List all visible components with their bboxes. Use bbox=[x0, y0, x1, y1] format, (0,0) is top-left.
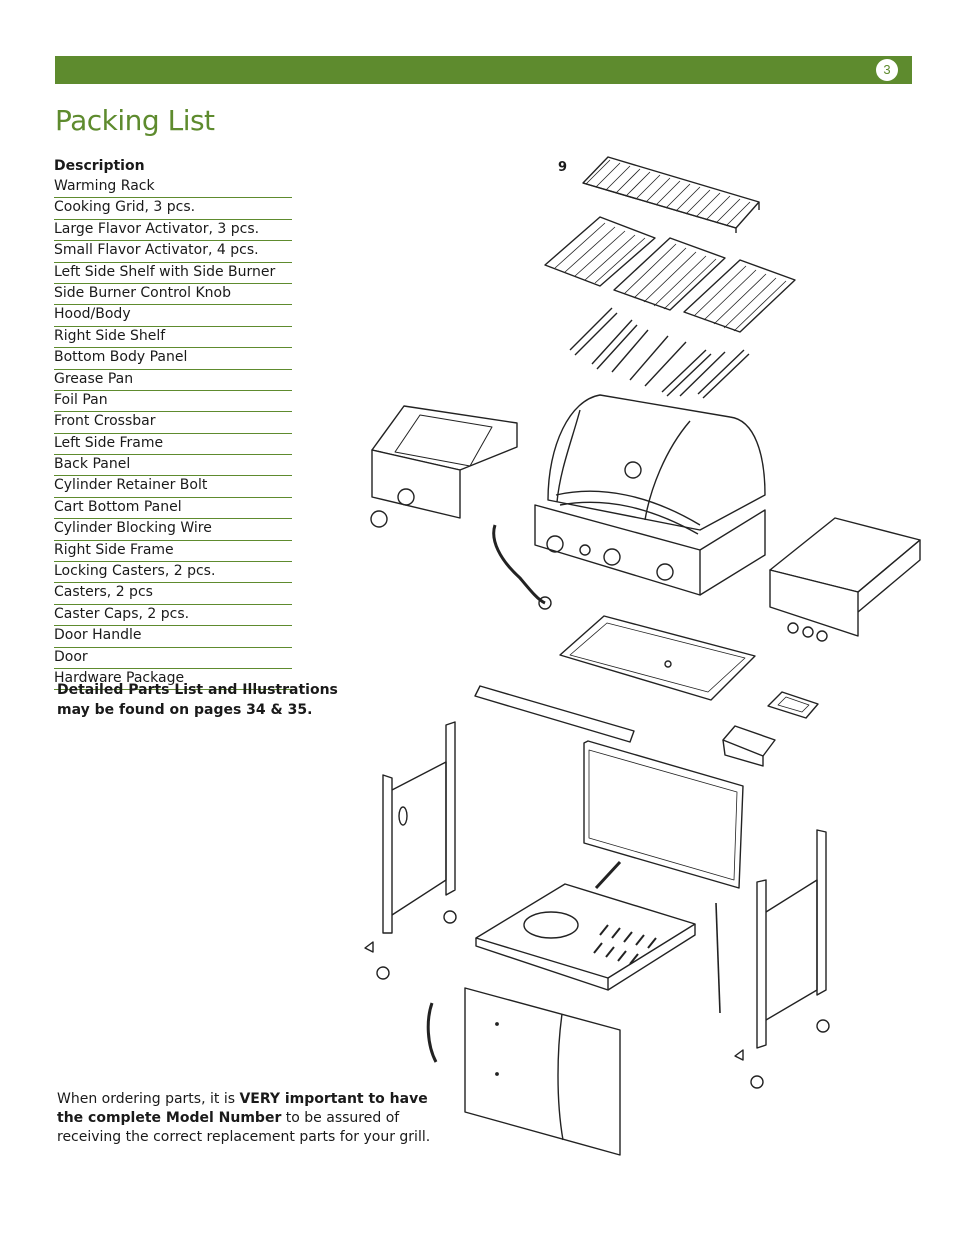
list-item: Cart Bottom Panel bbox=[54, 499, 292, 520]
list-item: Back Panel bbox=[54, 456, 292, 477]
list-item: Cooking Grid, 3 pcs. bbox=[54, 199, 292, 220]
cart-bottom-panel bbox=[475, 883, 696, 991]
order-note-text-2: to be assured of receiving the correct r… bbox=[57, 1110, 431, 1145]
header-bar: 3 bbox=[55, 56, 912, 84]
list-item: Large Flavor Activator, 3 pcs. bbox=[54, 221, 292, 242]
list-item: Foil Pan bbox=[54, 392, 292, 413]
page-title: Packing List bbox=[55, 104, 215, 137]
bottom-body-panel bbox=[559, 615, 756, 701]
cylinder-blocking-wire bbox=[715, 902, 721, 1014]
page-number-badge: 3 bbox=[876, 59, 898, 81]
list-item: Caster Caps, 2 pcs. bbox=[54, 606, 292, 627]
list-item: Casters, 2 pcs bbox=[54, 584, 292, 605]
cylinder-retainer-bolt bbox=[594, 860, 622, 890]
list-item: Hood/Body bbox=[54, 306, 292, 327]
order-note-text-1: When ordering parts, it is bbox=[57, 1091, 240, 1107]
list-item: Cylinder Retainer Bolt bbox=[54, 477, 292, 498]
callout-label: 9 bbox=[558, 160, 568, 175]
cooking-grids bbox=[544, 216, 796, 333]
front-crossbar bbox=[474, 685, 635, 743]
right-side-shelf bbox=[769, 517, 921, 642]
left-side-shelf bbox=[370, 405, 518, 528]
foil-pan bbox=[767, 691, 819, 719]
warming-rack bbox=[582, 156, 760, 233]
list-item: Door Handle bbox=[54, 627, 292, 648]
list-item: Hardware Package bbox=[54, 670, 292, 691]
door bbox=[464, 987, 621, 1156]
left-side-frame bbox=[364, 721, 457, 980]
door-handle bbox=[426, 1002, 438, 1063]
list-item: Bottom Body Panel bbox=[54, 349, 292, 370]
list-item: Grease Pan bbox=[54, 371, 292, 391]
list-item: Side Burner Control Knob bbox=[54, 285, 292, 306]
list-item: Right Side Frame bbox=[54, 542, 292, 563]
order-note-bold: VERY important to have the complete Mode… bbox=[57, 1091, 428, 1126]
list-item: Small Flavor Activator, 4 pcs. bbox=[54, 242, 292, 263]
list-item: Warming Rack bbox=[54, 178, 292, 199]
detail-note: Detailed Parts List and Illustrations ma… bbox=[57, 682, 338, 718]
list-item: Right Side Shelf bbox=[54, 328, 292, 349]
list-item: Locking Casters, 2 pcs. bbox=[54, 563, 292, 584]
list-item: Front Crossbar bbox=[54, 413, 292, 434]
list-header: Description bbox=[54, 158, 145, 174]
back-panel bbox=[583, 740, 744, 889]
list-item: Left Side Frame bbox=[54, 435, 292, 456]
order-note: When ordering parts, it is VERY importan… bbox=[57, 1090, 437, 1147]
list-item: Cylinder Blocking Wire bbox=[54, 520, 292, 541]
right-side-frame bbox=[734, 829, 830, 1089]
flavor-activators bbox=[569, 307, 750, 399]
grill-hood-body bbox=[492, 394, 766, 610]
exploded-diagram bbox=[355, 150, 930, 1165]
list-item: Left Side Shelf with Side Burner bbox=[54, 264, 292, 284]
list-item: Door bbox=[54, 649, 292, 669]
grease-pan bbox=[722, 725, 776, 767]
